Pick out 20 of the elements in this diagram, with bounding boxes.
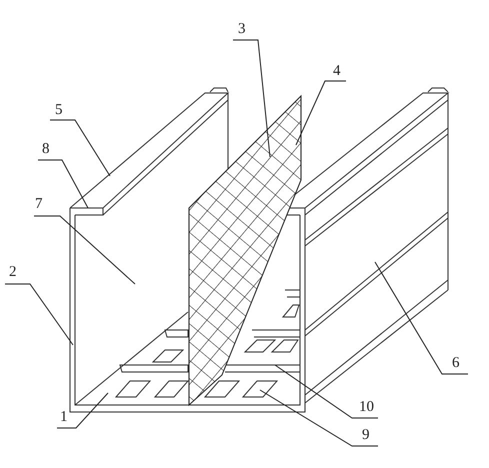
callout-number: 3 xyxy=(238,22,246,37)
callout-number: 5 xyxy=(55,103,62,118)
leader-line xyxy=(34,216,136,284)
leader-line xyxy=(374,262,468,374)
callout-number: 10 xyxy=(359,400,374,415)
leader-line xyxy=(50,120,110,176)
callout-number: 6 xyxy=(452,356,460,371)
callout-number: 1 xyxy=(60,410,68,425)
leader-line xyxy=(260,390,378,446)
leader-line xyxy=(232,40,270,158)
callout-number: 9 xyxy=(362,428,370,443)
leader-line xyxy=(4,284,74,346)
leader-line xyxy=(56,392,108,428)
callout-number: 8 xyxy=(42,142,50,157)
leader-line xyxy=(274,364,378,418)
callout-number: 7 xyxy=(35,197,42,212)
leader-line xyxy=(38,160,88,208)
leader-line xyxy=(296,80,346,146)
callout-number: 4 xyxy=(333,64,340,79)
callout-number: 2 xyxy=(9,265,16,280)
